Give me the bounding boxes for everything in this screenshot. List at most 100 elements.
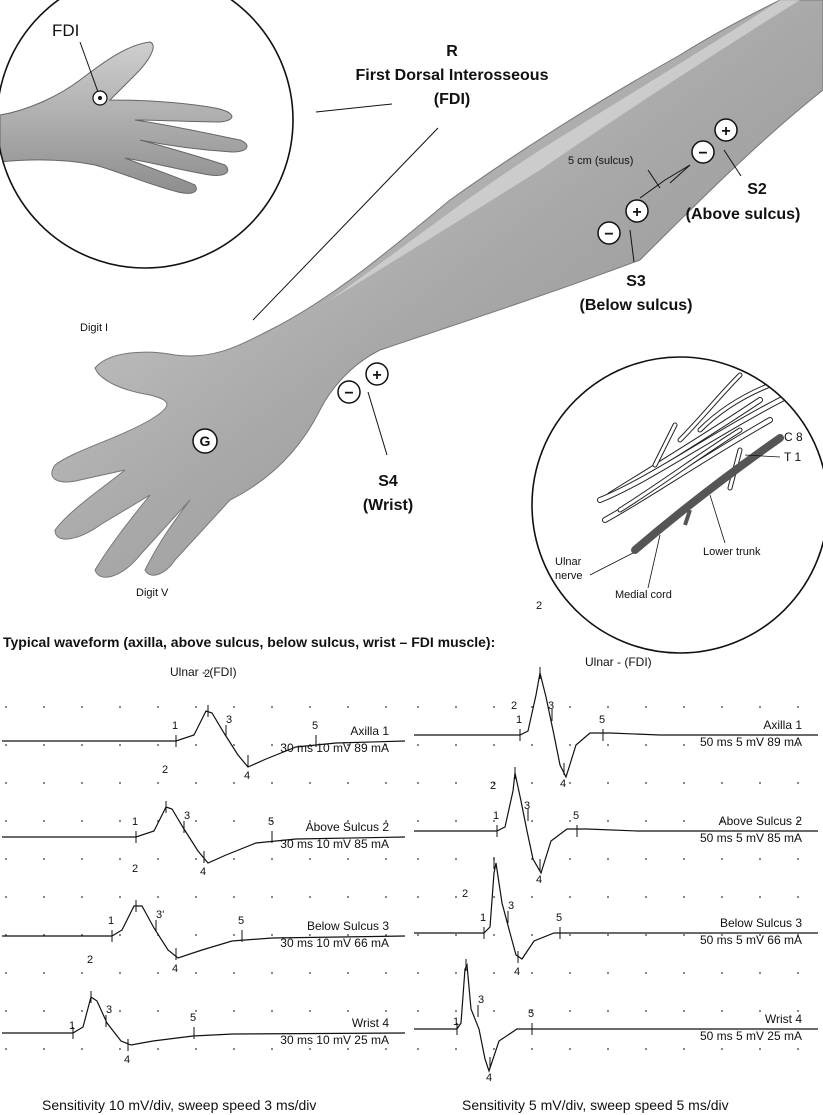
marker-label: 5: [556, 912, 562, 924]
grid-dot: [645, 972, 647, 974]
grid-dot: [531, 1010, 533, 1012]
marker-label: 1: [516, 714, 522, 726]
grid-dot: [157, 972, 159, 974]
s3-label: S3: [626, 273, 646, 290]
grid-dot: [797, 972, 799, 974]
marker-label: 3: [478, 994, 484, 1006]
grid-dot: [347, 934, 349, 936]
waveform-heading: Typical waveform (axilla, above sulcus, …: [3, 634, 495, 650]
grid-dot: [493, 1010, 495, 1012]
grid-dot: [157, 896, 159, 898]
grid-dot: [43, 1048, 45, 1050]
grid-dot: [81, 1010, 83, 1012]
grid-dot: [417, 782, 419, 784]
grid-dot: [195, 858, 197, 860]
s2-electrode-pair: + − S2 (Above sulcus): [686, 118, 800, 223]
trace-line: [2, 905, 406, 959]
grid-dot: [721, 858, 723, 860]
grid-dot: [347, 858, 349, 860]
trace-settings: 30 ms 10 mV 89 mA: [280, 741, 389, 755]
grid-dot: [195, 1010, 197, 1012]
grid-dot: [385, 972, 387, 974]
grid-dot: [271, 706, 273, 708]
grid-dot: [531, 934, 533, 936]
grid-dot: [455, 782, 457, 784]
brachial-plexus-inset: C 8 T 1 Lower trunk Ulnar nerve Medial c…: [531, 356, 823, 654]
grid-dot: [5, 706, 7, 708]
muscle-label-name: First Dorsal Interosseous: [356, 67, 549, 84]
grid-dot: [797, 820, 799, 822]
grid-dot: [531, 1048, 533, 1050]
arm-illustration: [51, 0, 823, 578]
grid-dot: [43, 744, 45, 746]
s4-electrode-pair: + − S4 (Wrist): [337, 362, 413, 514]
muscle-label-r: R: [446, 43, 458, 60]
marker-label: 2: [204, 668, 210, 680]
grid-dot: [607, 782, 609, 784]
grid-dot: [455, 706, 457, 708]
grid-dot: [157, 858, 159, 860]
grid-dot: [233, 706, 235, 708]
grid-dot: [385, 858, 387, 860]
marker-label: 5: [573, 810, 579, 822]
svg-text:−: −: [698, 145, 707, 162]
svg-text:−: −: [344, 385, 353, 402]
marker-label: 2: [536, 600, 542, 612]
grid-dot: [385, 896, 387, 898]
forearm-highlight: [330, 0, 800, 300]
grid-dot: [455, 858, 457, 860]
s4-sub-label: (Wrist): [363, 497, 413, 514]
digit-5-label: Digit V: [136, 587, 169, 599]
grid-dot: [157, 744, 159, 746]
grid-dot: [271, 744, 273, 746]
grid-dot: [569, 1048, 571, 1050]
hand-shape: [0, 41, 248, 194]
grid-dot: [607, 858, 609, 860]
grid-dot: [683, 858, 685, 860]
marker-label: 3: [508, 900, 514, 912]
grid-dot: [721, 820, 723, 822]
grid-dot: [385, 706, 387, 708]
grid-dot: [759, 1048, 761, 1050]
marker-label: 4: [560, 778, 566, 790]
grid-dot: [721, 706, 723, 708]
grid-dot: [645, 1048, 647, 1050]
grid-dot: [233, 1010, 235, 1012]
grid-dot: [309, 858, 311, 860]
grid-dot: [271, 972, 273, 974]
grid-dot: [5, 820, 7, 822]
grid-dot: [569, 706, 571, 708]
marker-label: 3: [106, 1004, 112, 1016]
grid-dot: [455, 934, 457, 936]
grid-dot: [119, 706, 121, 708]
grid-dot: [721, 744, 723, 746]
marker-label: 4: [536, 874, 542, 886]
grid-dot: [43, 820, 45, 822]
grid-dot: [43, 896, 45, 898]
c8-label: C 8: [784, 430, 803, 444]
lower-trunk-nerve: [631, 434, 784, 554]
grid-dot: [271, 934, 273, 936]
grid-dot: [119, 972, 121, 974]
grid-dot: [493, 744, 495, 746]
left-panel-footer: Sensitivity 10 mV/div, sweep speed 3 ms/…: [42, 1097, 316, 1113]
grid-dot: [645, 744, 647, 746]
grid-dot: [607, 1010, 609, 1012]
trace-settings: 50 ms 5 mV 25 mA: [700, 1029, 802, 1043]
grid-dot: [683, 782, 685, 784]
s3-sub-label: (Below sulcus): [580, 297, 693, 314]
grid-dot: [607, 934, 609, 936]
grid-dot: [531, 744, 533, 746]
grid-dot: [417, 858, 419, 860]
ground-electrode: G: [192, 428, 218, 454]
grid-dot: [81, 706, 83, 708]
grid-dot: [5, 1048, 7, 1050]
grid-dot: [5, 782, 7, 784]
grid-dot: [271, 858, 273, 860]
grid-dot: [347, 1010, 349, 1012]
marker-label: 4: [486, 1072, 492, 1084]
grid-dot: [759, 820, 761, 822]
trace-line: [414, 862, 818, 960]
grid-dot: [81, 744, 83, 746]
grid-dot: [309, 1010, 311, 1012]
